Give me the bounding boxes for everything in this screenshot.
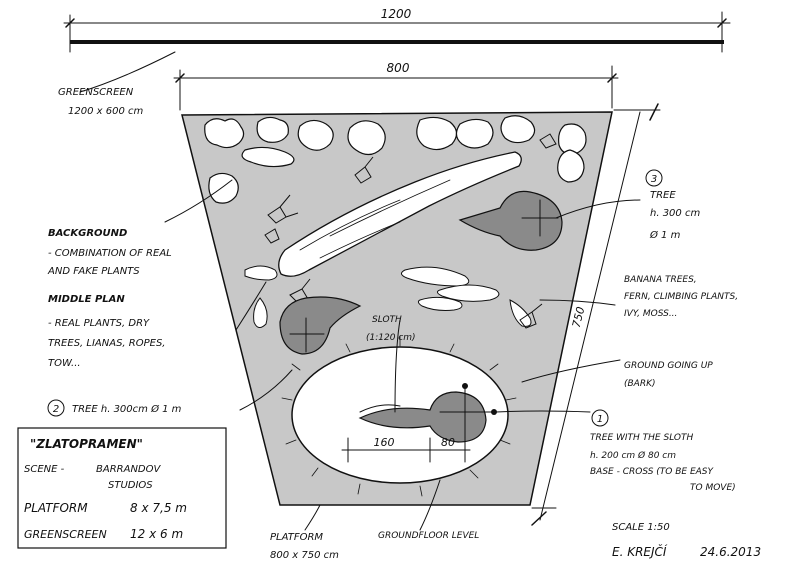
signature-block: SCALE 1:50 E. KREJČÍ 24.6.2013 (612, 522, 761, 559)
info-scene-label: SCENE - (24, 464, 65, 475)
ground-line-1: GROUND GOING UP (624, 361, 713, 371)
groundfloor-label: GROUNDFLOOR LEVEL (378, 531, 479, 541)
background-note-line-2: AND FAKE PLANTS (47, 266, 140, 277)
tree-3-line-3: Ø 1 m (649, 229, 681, 241)
info-box-title: "ZLATOPRAMEN" (30, 437, 143, 451)
background-plants (204, 115, 587, 204)
info-platform-value: 8 x 7,5 m (130, 501, 187, 515)
greenscreen-note: GREENSCREEN 1200 x 600 cm (58, 87, 143, 117)
tree-1-number: 1 (597, 414, 603, 425)
tree-3 (458, 190, 563, 251)
banana-line-3: IVY, MOSS... (624, 309, 677, 319)
tree-1-line-4: TO MOVE) (690, 483, 736, 493)
ground-line-2: (BARK) (624, 379, 656, 389)
tree-2-note: 2 TREE h. 300cm Ø 1 m (47, 399, 182, 417)
info-greenscreen-value: 12 x 6 m (130, 527, 183, 541)
middle-plan-line-1: - REAL PLANTS, DRY (48, 318, 150, 329)
banana-line-2: FERN, CLIMBING PLANTS, (624, 292, 738, 302)
platform-depth-label: 750 (570, 305, 588, 329)
platform-width-label: 800 (387, 61, 410, 75)
date-label: 24.6.2013 (700, 545, 761, 559)
middle-plants (244, 265, 532, 328)
ground-note: GROUND GOING UP (BARK) (624, 361, 713, 389)
tree-1-diameter-label: 80 (441, 436, 455, 449)
signature: E. KREJČÍ (612, 544, 668, 559)
background-note: BACKGROUND - COMBINATION OF REAL AND FAK… (47, 228, 172, 277)
banana-note: BANANA TREES, FERN, CLIMBING PLANTS, IVY… (624, 275, 738, 319)
greenscreen-note-line-1: GREENSCREEN (58, 87, 134, 98)
background-note-line-1: - COMBINATION OF REAL (48, 248, 172, 259)
scale-label: SCALE 1:50 (612, 522, 670, 533)
sloth-offset-label: 160 (374, 436, 395, 449)
tree-1-note: 1 TREE WITH THE SLOTH h. 200 cm Ø 80 cm … (590, 409, 736, 493)
banana-line-1: BANANA TREES, (624, 275, 697, 285)
middle-plan-note: MIDDLE PLAN - REAL PLANTS, DRY TREES, LI… (48, 294, 165, 369)
info-scene-value-2: STUDIOS (108, 480, 153, 491)
middle-plan-line-2: TREES, LIANAS, ROPES, (48, 338, 165, 349)
tree-3-line-1: TREE (650, 190, 676, 201)
sloth-note: SLOTH (1:120 cm) (366, 315, 416, 343)
tree-3-note: 3 TREE h. 300 cm Ø 1 m (645, 169, 700, 241)
tree-1-line-2: h. 200 cm Ø 80 cm (590, 450, 676, 461)
tree-3-number: 3 (651, 174, 657, 185)
sloth-line-1: SLOTH (372, 315, 402, 325)
fallen-log (278, 151, 522, 277)
fern-sprigs (264, 133, 557, 329)
info-scene-value-1: BARRANDOV (96, 464, 161, 475)
info-greenscreen-label: GREENSCREEN (24, 528, 107, 541)
platform-width-dimension: 800 (173, 61, 619, 111)
tree-1-line-3: BASE - CROSS (TO BE EASY (590, 467, 715, 477)
tree-1-with-sloth (358, 383, 497, 451)
platform-depth-dimension: 750 (531, 103, 661, 526)
greenscreen-note-line-2: 1200 x 600 cm (68, 106, 143, 117)
greenscreen-width-label: 1200 (381, 7, 412, 21)
tree-1-line-1: TREE WITH THE SLOTH (590, 433, 694, 443)
info-box: "ZLATOPRAMEN" SCENE - BARRANDOV STUDIOS … (17, 427, 227, 549)
tree-2-label: TREE h. 300cm Ø 1 m (72, 403, 182, 415)
platform-note: PLATFORM 800 x 750 cm (270, 532, 339, 561)
sloth-line-2: (1:120 cm) (366, 333, 416, 343)
platform-note-line-2: 800 x 750 cm (270, 550, 339, 561)
tree-2-number: 2 (53, 404, 59, 415)
tree-3-line-2: h. 300 cm (650, 208, 700, 219)
middle-plan-line-3: TOW... (48, 358, 81, 369)
tree-2 (279, 296, 362, 355)
greenscreen-dimension: 1200 (63, 7, 731, 53)
sloth-dimension: 160 80 (341, 436, 471, 463)
leader-lines (79, 51, 641, 531)
platform-note-line-1: PLATFORM (270, 532, 323, 543)
background-note-title: BACKGROUND (48, 228, 127, 239)
info-platform-label: PLATFORM (24, 501, 88, 515)
middle-plan-title: MIDDLE PLAN (48, 294, 125, 305)
